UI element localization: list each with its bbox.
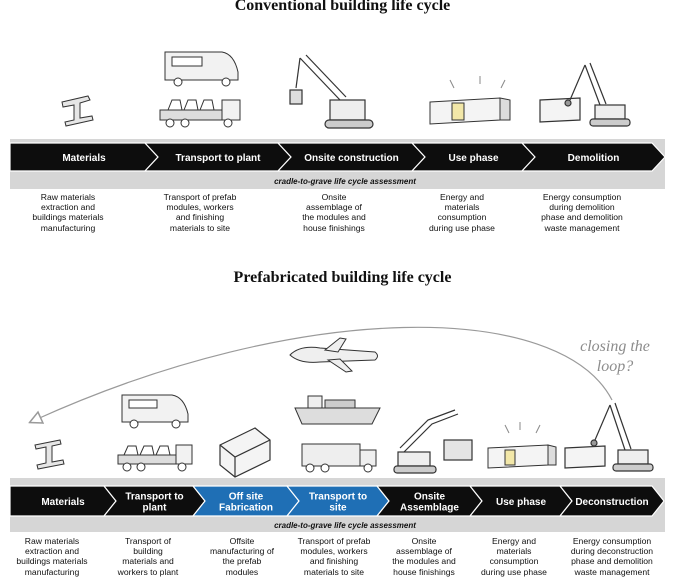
conventional-stage-label: Materials [62,153,106,164]
prefabricated-stage-description: Transport of building materials and work… [117,536,179,577]
house-module-icon [429,76,511,125]
plane-ship-truck-icon [289,337,381,473]
conventional-stage-description: Energy and materials consumption during … [429,192,495,233]
conventional-stage-arrow [520,142,666,172]
van-and-truck-icon [117,394,193,472]
conventional-stage-description: Energy consumption during demolition pha… [541,192,623,233]
crane-house-icon [564,402,654,472]
prefabricated-stage-description: Transport of prefab modules, workers and… [297,536,371,577]
conventional-title: Conventional building life cycle [234,0,451,14]
closing-loop-arrow [35,326,613,420]
closing-loop-label: closing the loop? [580,338,650,375]
prefabricated-title: Prefabricated building life cycle [233,269,452,286]
i-beam-icon [34,439,65,470]
i-beam-icon [61,95,94,127]
crane-icon [289,54,374,129]
conventional-stage-label: Use phase [448,153,498,164]
conventional-stage-description: Transport of prefab modules, workers and… [163,192,237,233]
prefabricated-stage-label: Materials [41,497,85,508]
prefabricated-stage-description: Energy and materials consumption during … [481,536,547,577]
prefabricated-band-label: cradle-to-grave life cycle assessment [274,521,416,530]
prefabricated-stage-label: Deconstruction [575,497,648,508]
prefabricated-stage-description: Offsite manufacturing of the prefab modu… [209,536,274,577]
prefabricated-stage-arrow [558,485,665,517]
conventional-stage-label: Demolition [568,153,620,164]
demolition-crane-icon [539,62,631,127]
prefabricated-stage-label: Use phase [496,497,546,508]
crane-icon [393,409,473,474]
prefabricated-stage-description: Raw materials extraction and buildings m… [16,536,88,577]
conventional-stage-description: Raw materials extraction and buildings m… [32,192,104,233]
conventional-stage-description: Onsite assemblage of the modules and hou… [302,192,366,233]
module-box-icon [219,427,271,478]
house-module-icon [487,422,557,469]
conventional-band-label: cradle-to-grave life cycle assessment [274,177,416,186]
prefabricated-stage-description: Energy consumption during deconstruction… [570,536,654,577]
prefabricated-stage-description: Onsite assemblage of the modules and hou… [392,536,456,577]
conventional-stage-label: Onsite construction [304,153,398,164]
conventional-stage-label: Transport to plant [176,153,262,164]
van-and-truck-icon [159,51,241,128]
